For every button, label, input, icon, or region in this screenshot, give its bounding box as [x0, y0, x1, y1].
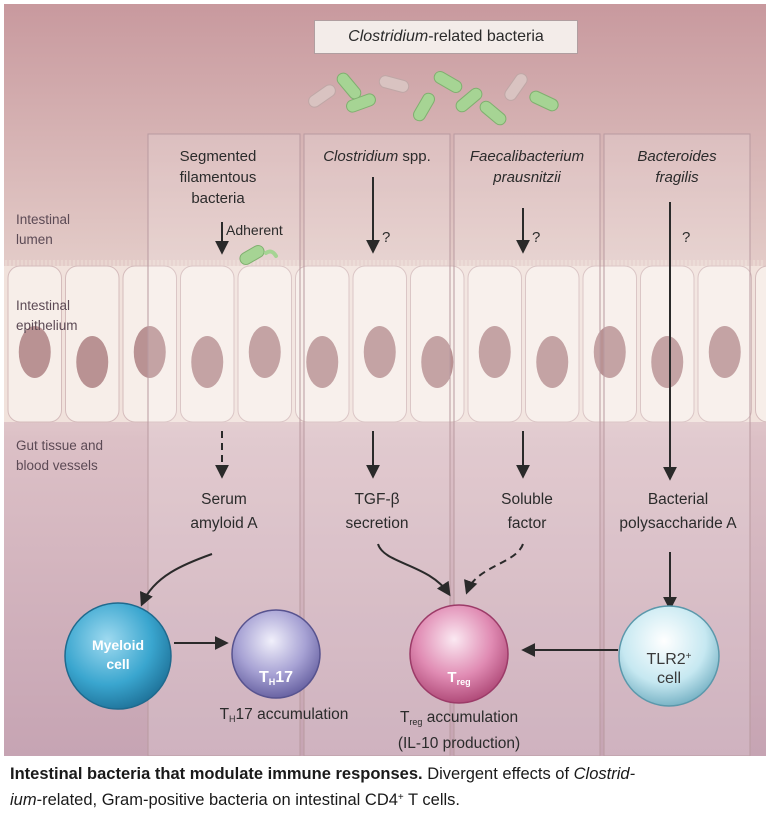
- figure-caption: Intestinal bacteria that modulate immune…: [10, 765, 636, 809]
- treg-cell: [409, 604, 509, 704]
- column-faecalibacterium-prausnitzii: Faecalibacterium prausnitzii: [469, 148, 585, 186]
- immune-cells: [64, 602, 720, 710]
- cell-nucleus: [76, 336, 109, 388]
- diagram-canvas: [4, 4, 766, 756]
- treg-cell-label: Treg: [447, 669, 471, 687]
- microvilli: [4, 260, 764, 266]
- column-bacteroides-fragilis: Bacteroides fragilis: [637, 148, 717, 186]
- column-segmented-filamentous-bacteria: Segmented filamentous bacteria: [179, 148, 257, 207]
- product-soluble-factor: Soluble factor: [501, 491, 553, 532]
- th17-accumulation-label: TH17 accumulation: [219, 706, 349, 724]
- arrows: [139, 177, 677, 657]
- cell-nucleus: [536, 336, 569, 388]
- product-bacterial-polysaccharide-a: Bacterial polysaccharide A: [619, 491, 737, 532]
- caption-title: Intestinal bacteria that modulate immune…: [10, 765, 423, 783]
- tlr2-cell: [618, 605, 720, 707]
- th17-cell-label: TH17: [258, 669, 294, 687]
- unknown-mechanism-faecalibacterium: ?: [532, 229, 541, 246]
- top-label-box: [314, 20, 578, 54]
- myeloid-cell: [64, 602, 172, 710]
- epithelial-cell: [755, 265, 766, 423]
- unknown-mechanism-clostridium: ?: [382, 229, 391, 246]
- figure-panel: Clostridium-related bacteria Intestinal …: [4, 4, 766, 756]
- cell-nucleus: [363, 326, 396, 378]
- cell-nucleus: [421, 336, 454, 388]
- cell-nucleus: [651, 336, 684, 388]
- zone-lumen-label: Intestinal lumen: [16, 212, 71, 247]
- top-label-rest: -related bacteria: [428, 28, 544, 45]
- top-label: Clostridium-related bacteria: [314, 26, 578, 47]
- cell-nucleus: [478, 326, 511, 378]
- myeloid-cell-label: Myeloid cell: [91, 637, 145, 672]
- clostridium-bacteria-cluster: [239, 71, 559, 265]
- top-label-italic: Clostridium: [348, 28, 429, 45]
- column-clostridium-spp: Clostridium spp.: [323, 148, 431, 165]
- treg-accumulation-label: Treg accumulation (IL-10 production): [397, 709, 521, 752]
- cell-nucleus: [191, 336, 224, 388]
- cell-nucleus: [248, 326, 281, 378]
- tlr2-cell-label: TLR2+ cell: [646, 651, 692, 687]
- epithelium-layer: [4, 260, 766, 423]
- th17-cell: [231, 609, 321, 699]
- cell-nucleus: [133, 326, 166, 378]
- zone-tissue-label: Gut tissue and blood vessels: [16, 438, 104, 473]
- cell-nucleus: [18, 326, 51, 378]
- product-serum-amyloid-a: Serum amyloid A: [190, 491, 258, 532]
- product-tgf-beta-secretion: TGF-β secretion: [345, 491, 409, 532]
- zone-epithelium-label: Intestinal epithelium: [16, 298, 78, 333]
- adherent-label: Adherent: [226, 222, 283, 238]
- unknown-mechanism-bacteroides: ?: [682, 229, 691, 246]
- cell-nucleus: [708, 326, 741, 378]
- cell-nucleus: [306, 336, 339, 388]
- cell-nucleus: [593, 326, 626, 378]
